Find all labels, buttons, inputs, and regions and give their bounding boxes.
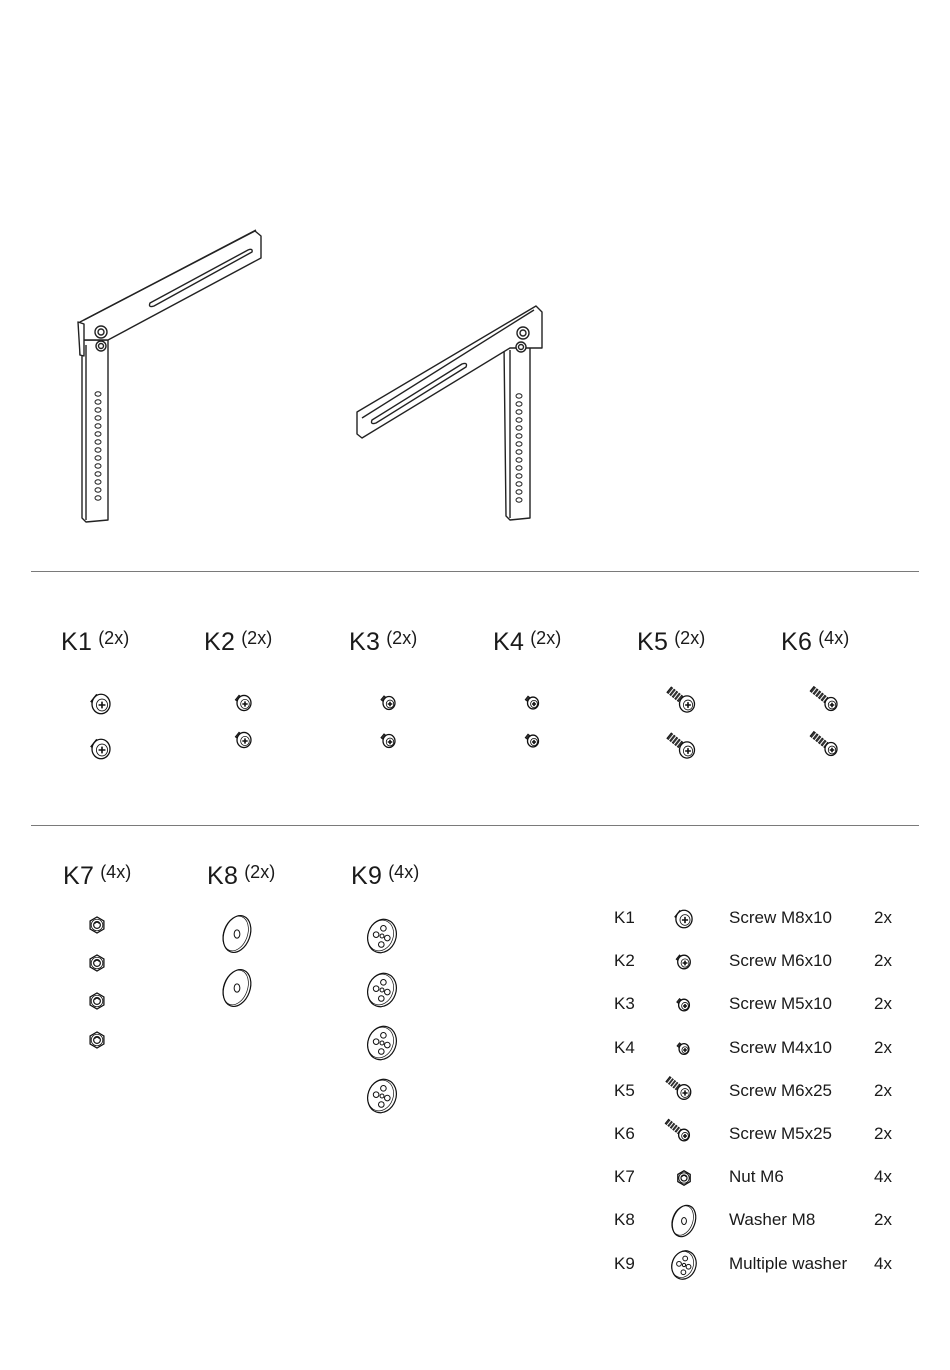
washer-icon bbox=[662, 1202, 698, 1236]
legend-code: K1 bbox=[614, 908, 635, 928]
legend-code: K2 bbox=[614, 951, 635, 971]
screw-medium-icon bbox=[235, 695, 251, 710]
divider-middle bbox=[31, 825, 919, 826]
kit-k6: K6(4x) bbox=[781, 628, 921, 828]
screw-large-icon-group bbox=[61, 628, 201, 848]
legend-quantity: 2x bbox=[874, 994, 892, 1014]
screw-long-thin-icon bbox=[810, 686, 837, 710]
legend-row-k6: K6 Screw M5x25 2x bbox=[610, 1116, 920, 1150]
legend-description: Screw M4x10 bbox=[729, 1038, 832, 1058]
screw-long-icon bbox=[662, 1073, 698, 1107]
kit-k3: K3(2x) bbox=[349, 628, 489, 828]
nut-icon bbox=[662, 1159, 698, 1193]
kit-k1: K1(2x) bbox=[61, 628, 201, 828]
kit-k2: K2(2x) bbox=[204, 628, 344, 828]
legend-description: Washer M8 bbox=[729, 1210, 815, 1230]
washer-icon-group bbox=[207, 862, 347, 1082]
screw-large-icon bbox=[91, 739, 110, 758]
legend-quantity: 2x bbox=[874, 1081, 892, 1101]
screw-long-icon bbox=[667, 687, 695, 712]
washer-icon bbox=[218, 966, 255, 1011]
screw-long-icon-group bbox=[637, 628, 777, 848]
legend-code: K7 bbox=[614, 1167, 635, 1187]
screw-small-icon-group bbox=[349, 628, 489, 848]
legend-code: K3 bbox=[614, 994, 635, 1014]
screw-large-icon bbox=[662, 900, 698, 934]
legend-description: Multiple washer bbox=[729, 1254, 847, 1274]
kit-k8: K8(2x) bbox=[207, 862, 347, 1062]
screw-tiny-icon bbox=[525, 696, 538, 709]
legend-quantity: 4x bbox=[874, 1254, 892, 1274]
legend-row-k4: K4 Screw M4x10 2x bbox=[610, 1030, 920, 1064]
legend-row-k1: K1 Screw M8x10 2x bbox=[610, 900, 920, 934]
legend-description: Screw M6x25 bbox=[729, 1081, 832, 1101]
brackets-illustration bbox=[0, 0, 950, 560]
legend-quantity: 2x bbox=[874, 1210, 892, 1230]
kit-k5: K5(2x) bbox=[637, 628, 777, 828]
kit-k4: K4(2x) bbox=[493, 628, 633, 828]
nut-icon bbox=[90, 917, 104, 933]
screw-long-icon bbox=[667, 733, 695, 758]
multiple-washer-icon-group bbox=[351, 862, 491, 1082]
screw-small-icon bbox=[381, 734, 395, 748]
legend-quantity: 4x bbox=[874, 1167, 892, 1187]
legend-code: K9 bbox=[614, 1254, 635, 1274]
screw-long-thin-icon bbox=[810, 731, 837, 755]
screw-small-icon bbox=[381, 696, 395, 710]
screw-long-thin-icon-group bbox=[781, 628, 921, 848]
legend-description: Screw M5x10 bbox=[729, 994, 832, 1014]
legend-code: K6 bbox=[614, 1124, 635, 1144]
nut-icon-group bbox=[63, 862, 203, 1082]
legend-code: K8 bbox=[614, 1210, 635, 1230]
legend-description: Nut M6 bbox=[729, 1167, 784, 1187]
legend-quantity: 2x bbox=[874, 908, 892, 928]
screw-medium-icon bbox=[662, 943, 698, 977]
legend-row-k3: K3 Screw M5x10 2x bbox=[610, 986, 920, 1020]
legend-description: Screw M8x10 bbox=[729, 908, 832, 928]
multiple-washer-icon bbox=[363, 915, 401, 957]
screw-medium-icon-group bbox=[204, 628, 344, 848]
screw-tiny-icon bbox=[525, 734, 538, 747]
right-bracket-icon bbox=[357, 306, 542, 520]
screw-long-thin-icon bbox=[662, 1116, 698, 1150]
multiple-washer-icon bbox=[363, 1022, 401, 1064]
legend-quantity: 2x bbox=[874, 1124, 892, 1144]
screw-medium-icon bbox=[235, 732, 251, 747]
kit-k7: K7(4x) bbox=[63, 862, 203, 1062]
legend-row-k8: K8 Washer M8 2x bbox=[610, 1202, 920, 1236]
screw-large-icon bbox=[91, 694, 110, 713]
legend-description: Screw M5x25 bbox=[729, 1124, 832, 1144]
legend-description: Screw M6x10 bbox=[729, 951, 832, 971]
legend-row-k2: K2 Screw M6x10 2x bbox=[610, 943, 920, 977]
multiple-washer-icon bbox=[363, 1075, 401, 1117]
legend-row-k5: K5 Screw M6x25 2x bbox=[610, 1073, 920, 1107]
screw-small-icon bbox=[662, 986, 698, 1020]
legend-quantity: 2x bbox=[874, 951, 892, 971]
kit-k9: K9(4x) bbox=[351, 862, 491, 1062]
legend-quantity: 2x bbox=[874, 1038, 892, 1058]
multiple-washer-icon bbox=[363, 969, 401, 1011]
legend-code: K5 bbox=[614, 1081, 635, 1101]
legend-code: K4 bbox=[614, 1038, 635, 1058]
nut-icon bbox=[90, 1032, 104, 1048]
nut-icon bbox=[90, 993, 104, 1009]
nut-icon bbox=[90, 955, 104, 971]
legend-row-k9: K9 Multiple washer 4x bbox=[610, 1246, 920, 1280]
legend-row-k7: K7 Nut M6 4x bbox=[610, 1159, 920, 1193]
screw-tiny-icon-group bbox=[493, 628, 633, 848]
washer-icon bbox=[218, 912, 255, 957]
multiple-washer-icon bbox=[662, 1246, 698, 1280]
left-bracket-icon bbox=[78, 230, 261, 522]
divider-top bbox=[31, 571, 919, 572]
screw-tiny-icon bbox=[662, 1030, 698, 1064]
